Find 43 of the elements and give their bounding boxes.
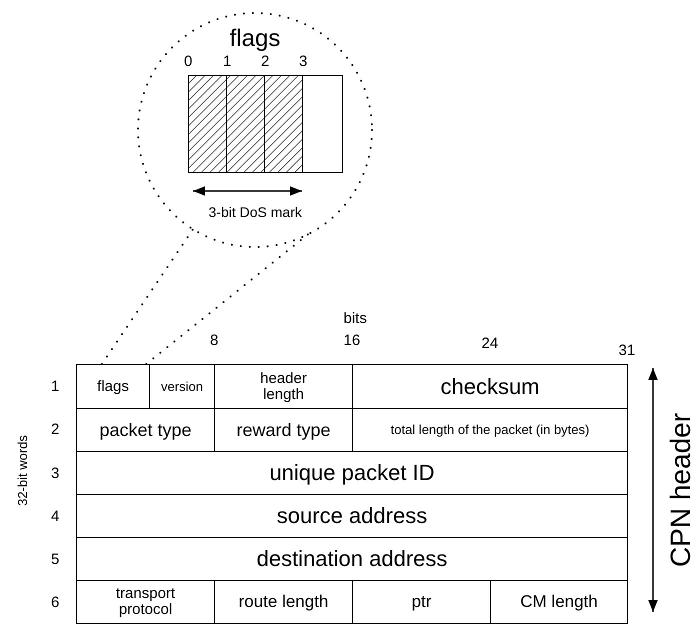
axis-title: bits xyxy=(344,310,367,326)
row-number: 4 xyxy=(51,508,60,524)
field-label: reward type xyxy=(236,420,331,440)
axis-title: 32-bit words xyxy=(15,434,28,506)
field-cell xyxy=(76,451,628,495)
bit-number: 3 xyxy=(299,54,308,68)
field-label: packet type xyxy=(99,420,192,440)
field-cell xyxy=(76,580,215,624)
field-label: ptr xyxy=(412,593,432,611)
field-cell xyxy=(76,537,628,581)
field-label: source address xyxy=(276,504,428,528)
field-label: destination address xyxy=(256,547,448,571)
field-cell xyxy=(76,364,150,409)
field-label: checksum xyxy=(440,374,540,398)
field-cell xyxy=(490,580,628,624)
leader-line xyxy=(145,233,310,365)
dimension-label: 3-bit DoS mark xyxy=(208,205,302,219)
field-label: header length xyxy=(259,370,308,402)
row-number: 3 xyxy=(51,466,60,480)
field-label: route length xyxy=(238,593,328,611)
field-label: CM length xyxy=(520,593,598,611)
heading: flags xyxy=(230,26,280,52)
field-cell xyxy=(352,364,628,409)
row-number: 2 xyxy=(51,422,60,436)
field-label: version xyxy=(161,380,203,394)
bit-number: 1 xyxy=(223,54,232,68)
row-number: 6 xyxy=(51,594,60,610)
field-label: transport protocol xyxy=(114,586,176,618)
bit-position: 31 xyxy=(618,342,636,358)
bit-position: 16 xyxy=(344,332,360,348)
row-number: 1 xyxy=(51,378,60,394)
field-label: total length of the packet (in bytes) xyxy=(390,423,590,437)
field-cell xyxy=(76,494,628,538)
leader-line xyxy=(100,228,194,365)
magnified-view xyxy=(137,12,373,248)
bit-number: 0 xyxy=(184,54,192,68)
bit-position: 24 xyxy=(482,336,498,350)
header-label: CPN header xyxy=(667,412,696,568)
bit-position: 8 xyxy=(210,332,218,348)
field-label: flags xyxy=(97,378,129,394)
bit-number: 2 xyxy=(261,54,270,68)
field-label: unique packet ID xyxy=(269,461,435,485)
row-number: 5 xyxy=(51,552,60,566)
